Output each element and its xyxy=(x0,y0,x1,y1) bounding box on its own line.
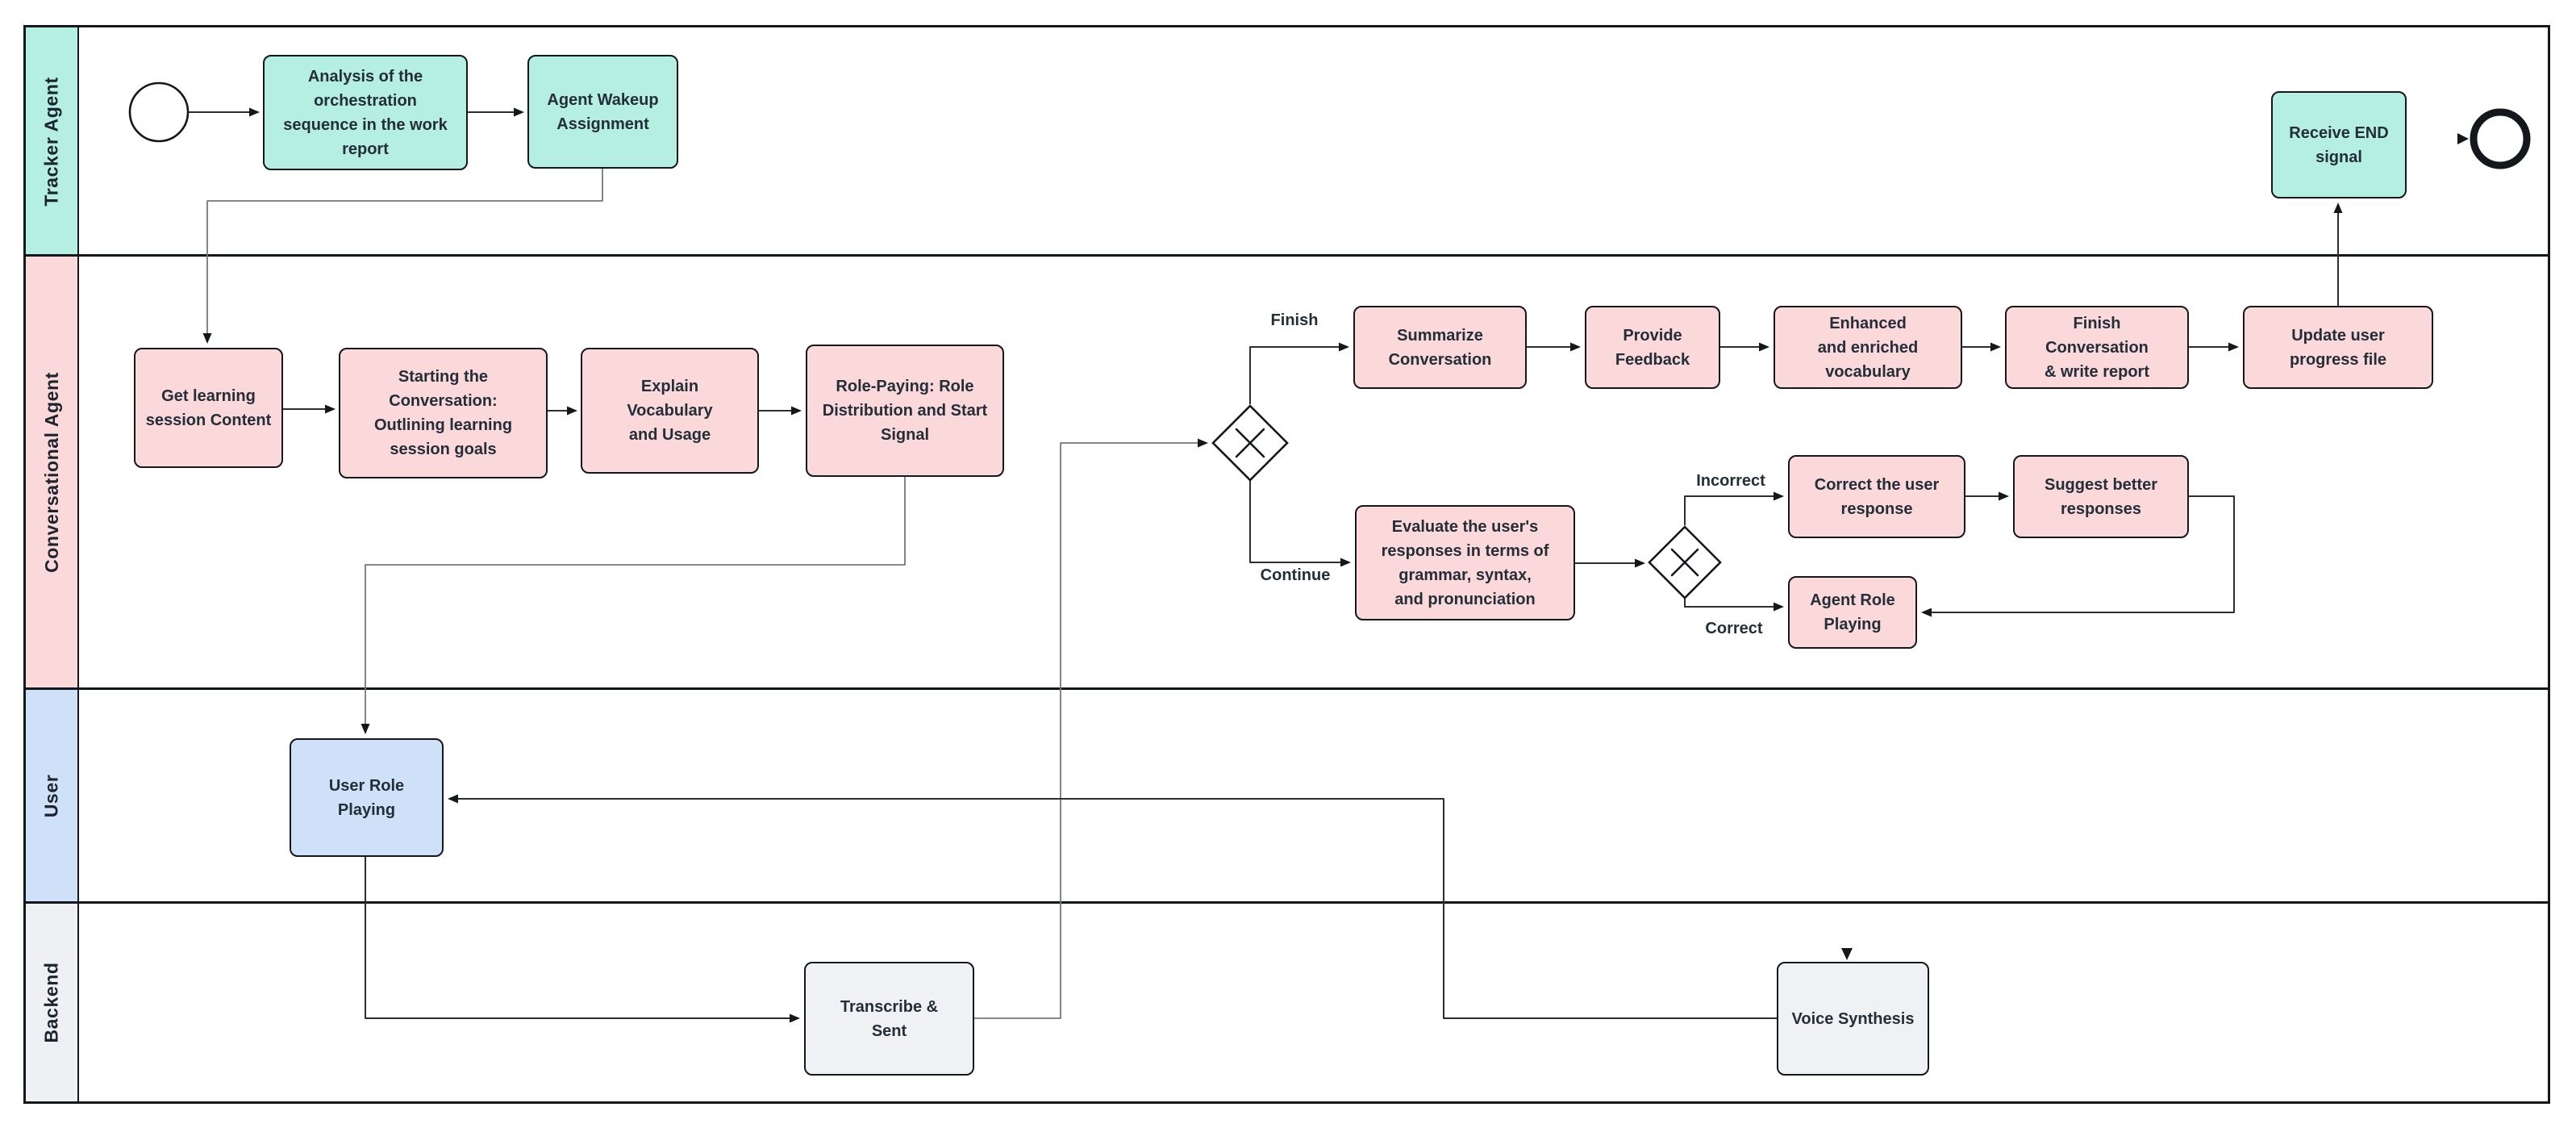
edge-transcribe-to-gateway1 xyxy=(974,438,1208,1019)
task-finish-conversation-write-report: Finish Conversation & write report xyxy=(2005,306,2189,389)
edge-user-role-to-transcribe xyxy=(365,857,800,1023)
lane-divider-user-backend xyxy=(26,901,2548,904)
pool-border xyxy=(23,25,2550,1104)
exclusive-gateway-1 xyxy=(1211,404,1289,482)
task-starting-the-conversation: Starting the Conversation: Outlining lea… xyxy=(339,348,548,478)
lane-divider-conversational-user xyxy=(26,687,2548,690)
task-receive-end-signal: Receive END signal xyxy=(2271,91,2407,198)
edge-gateway1-continue-to-evaluate xyxy=(1249,481,1351,567)
lane-strip-user: User xyxy=(26,689,79,903)
task-correct-the-user-response: Correct the user response xyxy=(1788,455,1965,538)
start-event-circle xyxy=(128,81,190,143)
edge-gateway2-incorrect-to-correct-user xyxy=(1684,491,1784,525)
task-get-learning-session-content: Get learning session Content xyxy=(134,348,283,468)
lane-strip-tracker-agent: Tracker Agent xyxy=(26,27,79,256)
edge-label-incorrect: Incorrect xyxy=(1682,472,1779,491)
task-agent-role-playing: Agent Role Playing xyxy=(1788,576,1917,649)
lane-divider-tracker-conversational xyxy=(26,254,2548,257)
task-explain-vocabulary-and-usage: Explain Vocabulary and Usage xyxy=(581,348,759,474)
end-event-circle xyxy=(2470,108,2531,169)
task-enhanced-and-enriched-vocabulary: Enhanced and enriched vocabulary xyxy=(1774,306,1962,389)
lane-strip-conversational-agent: Conversational Agent xyxy=(26,256,79,689)
task-provide-feedback: Provide Feedback xyxy=(1585,306,1720,389)
edge-label-correct: Correct xyxy=(1686,620,1782,638)
arrowhead-receive-end-to-end-event xyxy=(2457,133,2469,144)
edge-wakeup-to-get-learning xyxy=(202,169,603,344)
task-voice-synthesis: Voice Synthesis xyxy=(1777,962,1929,1076)
task-summarize-conversation: Summarize Conversation xyxy=(1353,306,1527,389)
task-role-paying-role-distribution: Role-Paying: Role Distribution and Start… xyxy=(806,345,1004,477)
exclusive-gateway-2 xyxy=(1648,525,1722,600)
task-suggest-better-responses: Suggest better responses xyxy=(2013,455,2189,538)
arrowhead-agent-role-to-voice xyxy=(1841,948,1853,960)
edge-label-continue: Continue xyxy=(1247,566,1344,585)
edge-role-paying-to-user-role xyxy=(361,477,906,734)
edge-voice-to-user-role xyxy=(448,794,1777,1019)
edge-suggest-loop-to-agent-role xyxy=(1921,495,2235,617)
task-analysis-orchestration-sequence: Analysis of the orchestration sequence i… xyxy=(263,55,468,170)
edge-gateway2-correct-to-agent-role xyxy=(1684,599,1784,612)
edge-label-finish: Finish xyxy=(1246,311,1343,330)
task-evaluate-user-responses: Evaluate the user's responses in terms o… xyxy=(1355,505,1575,620)
lane-strip-backend: Backend xyxy=(26,903,79,1101)
task-agent-wakeup-assignment: Agent Wakeup Assignment xyxy=(527,55,678,169)
task-update-user-progress-file: Update user progress file xyxy=(2243,306,2433,389)
task-user-role-playing: User Role Playing xyxy=(290,738,444,857)
edge-gateway1-finish-to-summarize xyxy=(1249,342,1349,404)
task-transcribe-and-sent: Transcribe & Sent xyxy=(804,962,974,1076)
